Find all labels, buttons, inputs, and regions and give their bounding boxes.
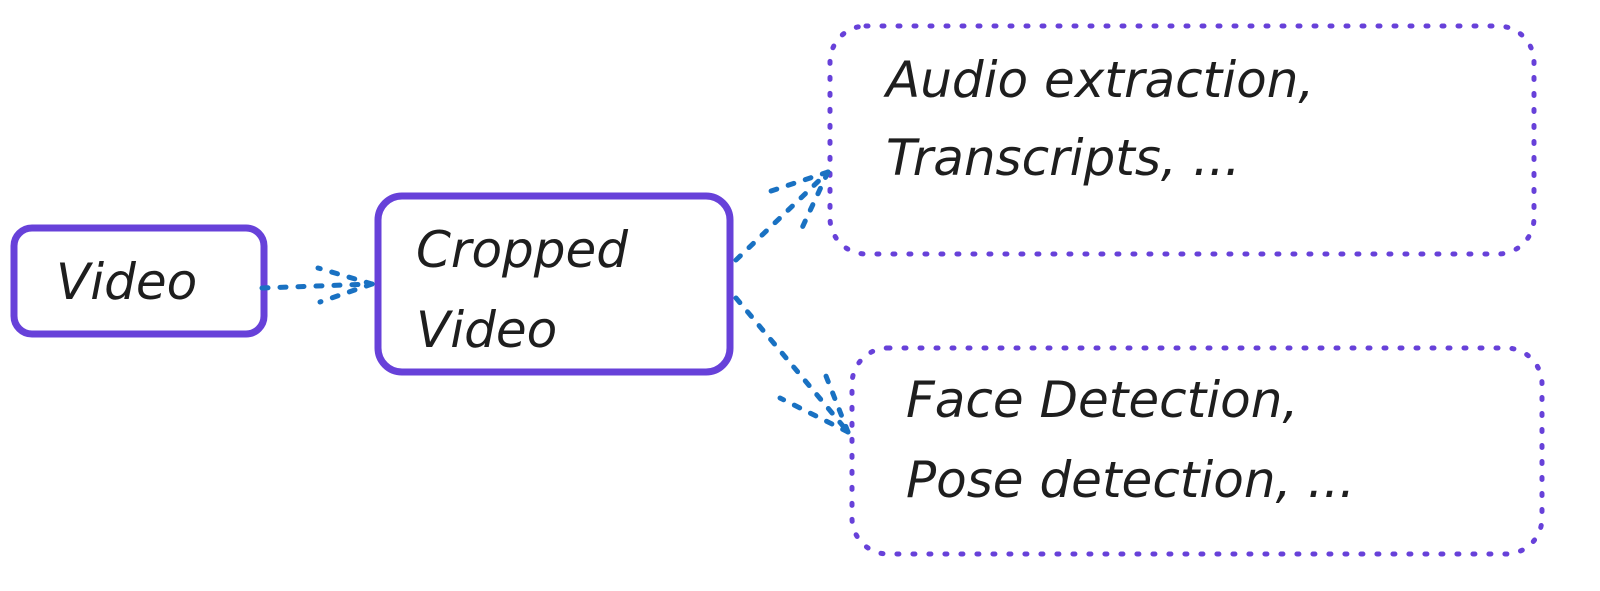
face-label-2: Pose detection, ... <box>906 451 1356 509</box>
arrow-cropped-to-face <box>733 295 851 435</box>
cropped-video-label-2: Video <box>416 301 558 359</box>
arrow-cropped-to-audio <box>733 169 831 263</box>
audio-label-2: Transcripts, ... <box>886 129 1241 187</box>
video-box <box>10 224 268 338</box>
arrow-video-to-cropped <box>259 265 375 305</box>
audio-label-1: Audio extraction, <box>886 51 1315 109</box>
cropped-video-box <box>374 192 734 376</box>
face-label-1: Face Detection, <box>906 371 1299 429</box>
cropped-video-label-1: Cropped <box>416 221 629 279</box>
video-label: Video <box>56 253 198 311</box>
audio-box <box>827 23 1537 257</box>
